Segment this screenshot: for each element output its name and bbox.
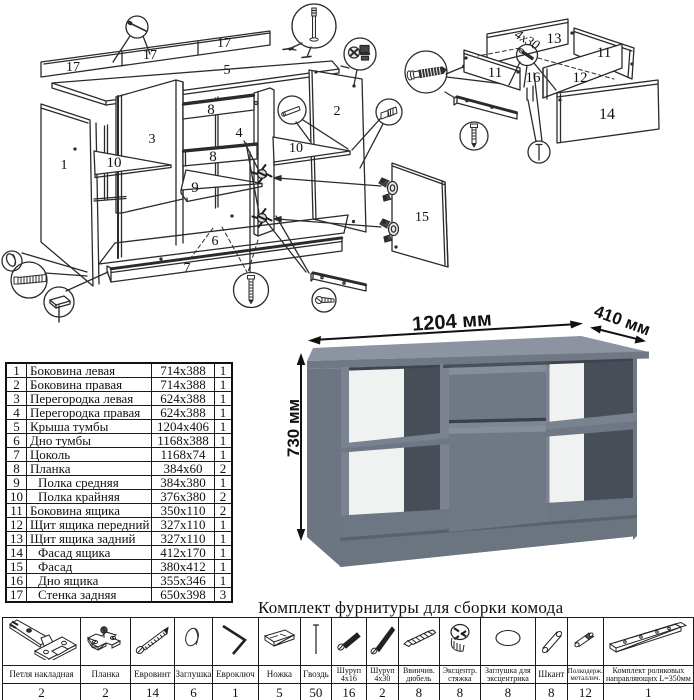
svg-text:3: 3 <box>149 132 156 147</box>
svg-text:15: 15 <box>415 210 429 225</box>
svg-text:11: 11 <box>597 45 611 61</box>
svg-text:730 мм: 730 мм <box>284 399 303 457</box>
svg-text:14: 14 <box>599 106 615 123</box>
svg-text:410 мм: 410 мм <box>592 302 653 340</box>
svg-text:13: 13 <box>547 31 562 47</box>
svg-text:8: 8 <box>207 102 215 118</box>
svg-text:16: 16 <box>526 70 542 86</box>
svg-text:12: 12 <box>573 70 588 86</box>
svg-text:2: 2 <box>334 104 341 119</box>
svg-text:17: 17 <box>143 48 157 63</box>
svg-text:9: 9 <box>191 180 199 196</box>
svg-text:7: 7 <box>184 261 191 276</box>
svg-text:8: 8 <box>209 149 217 165</box>
svg-text:4: 4 <box>236 126 243 141</box>
svg-text:1: 1 <box>61 158 68 173</box>
svg-text:1204 мм: 1204 мм <box>412 308 493 336</box>
svg-text:17: 17 <box>217 36 231 51</box>
svg-text:10: 10 <box>107 155 122 171</box>
svg-text:10: 10 <box>289 141 303 156</box>
svg-text:11: 11 <box>488 65 502 81</box>
svg-text:17: 17 <box>66 60 80 75</box>
svg-text:6: 6 <box>212 234 219 249</box>
svg-text:5: 5 <box>224 63 231 78</box>
